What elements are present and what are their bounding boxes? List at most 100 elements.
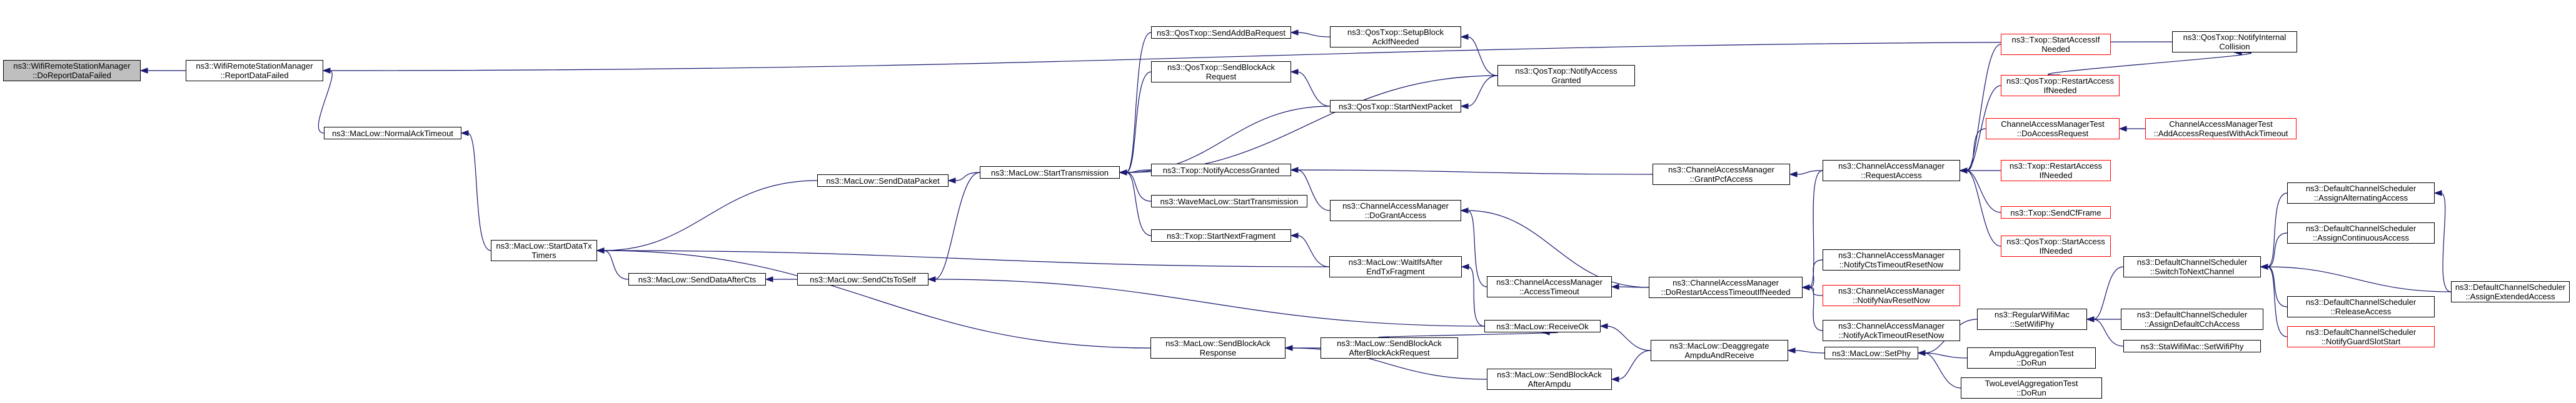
node-label: ns3::DefaultChannelScheduler — [2305, 184, 2417, 193]
arrowhead-n6-n5 — [947, 177, 956, 184]
node-label: ns3::MacLow::SendBlockAck — [1497, 370, 1602, 379]
node-label: IfNeeded — [2039, 171, 2073, 180]
node-n43[interactable]: ns3::DefaultChannelScheduler ::AssignDef… — [2121, 309, 2263, 330]
node-n3[interactable]: ns3::MacLow::NormalAckTimeout — [324, 127, 461, 139]
edge-n2-n1 — [329, 41, 2173, 71]
node-label: ns3::QosTxop::SetupBlock — [1347, 27, 1444, 37]
node-label: ns3::WifiRemoteStationManager — [196, 61, 313, 71]
node-n1[interactable]: ns3::WifiRemoteStationManager ::ReportDa… — [186, 60, 323, 81]
node-n12[interactable]: ns3::Txop::NotifyAccessGranted — [1151, 164, 1291, 176]
edge-n29-n18 — [1966, 170, 2001, 247]
edge-n20-n19 — [1808, 259, 1823, 288]
node-n13[interactable]: ns3::WaveMacLow::StartTransmission — [1151, 195, 1307, 207]
node-n44[interactable]: ns3::StaWifiMac::SetWifiPhy — [2123, 340, 2261, 352]
node-label: Needed — [2041, 44, 2070, 54]
edge-n11-n6 — [1125, 106, 1331, 173]
node-label: ::SwitchToNextChannel — [2150, 267, 2235, 276]
node-n21[interactable]: ns3::ChannelAccessManager ::NotifyNavRes… — [1823, 285, 1960, 306]
node-n42[interactable]: ns3::DefaultChannelScheduler ::SwitchToN… — [2123, 256, 2261, 277]
node-n25[interactable]: ChannelAccessManagerTest ::DoAccessReque… — [1986, 118, 2120, 139]
node-n23[interactable]: ns3::Txop::StartAccessIf Needed — [2001, 34, 2111, 55]
edge-n37-n33 — [1606, 326, 1651, 351]
arrowhead-n16-n12 — [1290, 167, 1299, 173]
node-n28[interactable]: ns3::Txop::SendCfFrame — [2001, 206, 2111, 219]
node-n15[interactable]: ns3::ChannelAccessManager ::DoGrantAcces… — [1330, 200, 1461, 221]
node-n19[interactable]: ns3::ChannelAccessManager ::DoRestartAcc… — [1649, 277, 1803, 298]
node-n30[interactable]: ns3::MacLow::SendDataAfterCts — [628, 273, 766, 286]
edge-n24-n2 — [2048, 52, 2252, 76]
edge-n33-n31 — [934, 279, 1485, 327]
node-label: ns3::MacLow::StartDataTx — [496, 241, 592, 251]
node-n36[interactable]: ns3::MacLow::SendBlockAck AfterAmpdu — [1487, 369, 1612, 390]
node-n37[interactable]: ns3::MacLow::Deaggregate AmpduAndReceive — [1651, 340, 1788, 361]
node-n18[interactable]: ns3::ChannelAccessManager ::RequestAcces… — [1823, 160, 1960, 181]
edge-n35-n33 — [1378, 332, 1558, 338]
edge-n41-n38 — [1924, 352, 1961, 389]
edge-n18-n16 — [1796, 170, 1823, 175]
arrowhead-n1-n0 — [139, 67, 148, 74]
node-label: ns3::QosTxop::NotifyInternal — [2183, 32, 2287, 42]
node-label: EndTxFragment — [1366, 267, 1425, 276]
node-n24[interactable]: ns3::QosTxop::RestartAccess IfNeeded — [2001, 75, 2120, 96]
node-label: ns3::MacLow::SetPhy — [1832, 348, 1911, 358]
node-n11[interactable]: ns3::QosTxop::StartNextPacket — [1330, 100, 1461, 112]
node-n31[interactable]: ns3::MacLow::SendCtsToSelf — [797, 273, 928, 286]
node-n46[interactable]: ns3::DefaultChannelScheduler ::AssignCon… — [2287, 222, 2435, 244]
edge-n46-n42 — [2267, 232, 2288, 267]
arrowhead-n44-n39 — [2086, 316, 2095, 322]
node-n47[interactable]: ns3::DefaultChannelScheduler ::AssignExt… — [2451, 281, 2570, 302]
node-label: ns3::ChannelAccessManager — [1838, 161, 1945, 171]
node-n14[interactable]: ns3::Txop::StartNextFragment — [1151, 229, 1291, 242]
node-label: ns3::ChannelAccessManager — [1838, 286, 1945, 296]
node-label: ns3::WifiRemoteStationManager — [13, 61, 131, 71]
node-n2[interactable]: ns3::QosTxop::NotifyInternal Collision — [2172, 31, 2297, 52]
edge-n4-n3 — [467, 132, 491, 251]
node-label: ns3::MacLow::SendCtsToSelf — [810, 274, 916, 284]
edge-n6-n31 — [934, 172, 980, 280]
node-n16[interactable]: ns3::ChannelAccessManager ::GrantPcfAcce… — [1653, 164, 1790, 185]
node-n49[interactable]: ns3::DefaultChannelScheduler ::NotifyGua… — [2287, 326, 2435, 347]
node-n32[interactable]: ns3::MacLow::WaitIfsAfter EndTxFragment — [1329, 256, 1462, 277]
node-label: ::DoAccessRequest — [2016, 129, 2089, 138]
node-n6[interactable]: ns3::MacLow::StartTransmission — [980, 166, 1120, 179]
node-n0[interactable]: ns3::WifiRemoteStationManager ::DoReport… — [3, 60, 141, 81]
arrowhead-n47-n45 — [2433, 190, 2442, 196]
node-label: ns3::QosTxop::RestartAccess — [2006, 76, 2114, 86]
node-label: ChannelAccessManagerTest — [2169, 119, 2273, 129]
node-n7[interactable]: ns3::QosTxop::SendAddBaRequest — [1151, 26, 1291, 39]
node-n20[interactable]: ns3::ChannelAccessManager ::NotifyCtsTim… — [1823, 249, 1960, 271]
node-n29[interactable]: ns3::QosTxop::StartAccess IfNeeded — [2001, 236, 2111, 257]
edge-n10-n6 — [1125, 71, 1152, 173]
node-n17[interactable]: ns3::ChannelAccessManager ::AccessTimeou… — [1487, 276, 1612, 297]
node-label: ns3::RegularWifiMac — [1995, 310, 2070, 319]
node-n4[interactable]: ns3::MacLow::StartDataTx Timers — [491, 240, 597, 261]
node-n39[interactable]: ns3::RegularWifiMac ::SetWifiPhy — [1977, 309, 2087, 330]
node-n33[interactable]: ns3::MacLow::ReceiveOk — [1484, 320, 1601, 332]
arrowhead-n32-n14 — [1290, 232, 1299, 239]
node-n41[interactable]: TwoLevelAggregationTest ::DoRun — [1961, 377, 2102, 399]
node-n40[interactable]: AmpduAggregationTest ::DoRun — [1967, 347, 2096, 369]
edge-n11-n10 — [1297, 71, 1331, 107]
node-label: ns3::DefaultChannelScheduler — [2305, 224, 2417, 233]
node-n38[interactable]: ns3::MacLow::SetPhy — [1824, 347, 1918, 359]
node-n26[interactable]: ChannelAccessManagerTest ::AddAccessRequ… — [2145, 118, 2297, 139]
arrowhead-n9-n8 — [1460, 34, 1469, 40]
node-label: Collision — [2219, 42, 2250, 51]
node-n8[interactable]: ns3::QosTxop::SetupBlock AckIfNeeded — [1330, 26, 1461, 47]
node-n22[interactable]: ns3::ChannelAccessManager ::NotifyAckTim… — [1823, 320, 1960, 341]
node-n10[interactable]: ns3::QosTxop::SendBlockAck Request — [1151, 61, 1291, 82]
node-label: ns3::Txop::RestartAccess — [2009, 161, 2103, 171]
node-n5[interactable]: ns3::MacLow::SendDataPacket — [817, 174, 948, 187]
node-label: ::NotifyNavResetNow — [1853, 296, 1930, 305]
node-n48[interactable]: ns3::DefaultChannelScheduler ::ReleaseAc… — [2287, 296, 2435, 317]
node-n45[interactable]: ns3::DefaultChannelScheduler ::AssignAlt… — [2287, 182, 2435, 204]
node-n9[interactable]: ns3::QosTxop::NotifyAccess Granted — [1497, 65, 1635, 86]
node-n35[interactable]: ns3::MacLow::SendBlockAck AfterBlockAckR… — [1321, 337, 1458, 359]
node-n27[interactable]: ns3::Txop::RestartAccess IfNeeded — [2001, 160, 2111, 181]
node-label: ns3::ChannelAccessManager — [1668, 165, 1774, 174]
edge-n45-n42 — [2267, 192, 2288, 267]
node-label: ns3::QosTxop::SendAddBaRequest — [1157, 27, 1285, 37]
node-n34[interactable]: ns3::MacLow::SendBlockAck Response — [1150, 337, 1285, 359]
edge-n32-n14 — [1297, 235, 1330, 267]
edge-n30-n4 — [603, 250, 629, 280]
